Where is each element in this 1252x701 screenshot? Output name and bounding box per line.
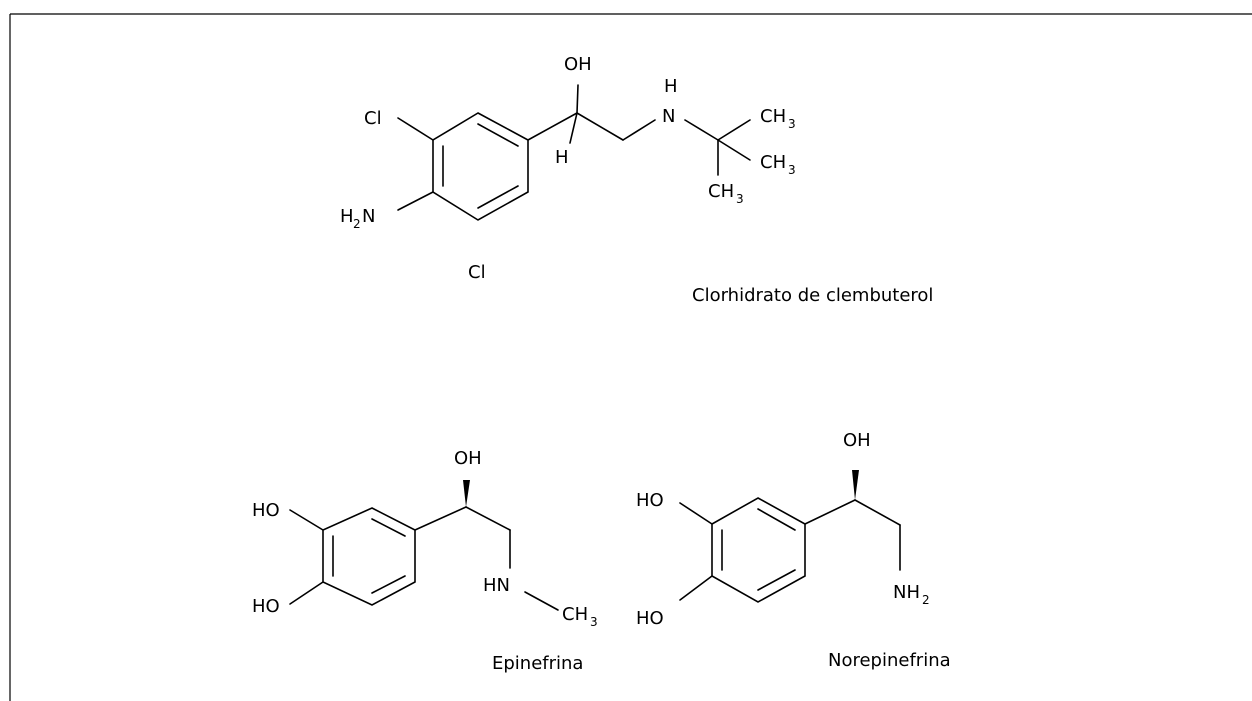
svg-text:CH: CH [760, 152, 786, 173]
svg-text:2: 2 [922, 593, 930, 607]
clenbuterol-caption: Clorhidrato de clembuterol [692, 285, 933, 306]
epinephrine-hn-label: HN [483, 575, 510, 596]
svg-text:H: H [340, 206, 354, 227]
clenbuterol-stereo-h-label: H [555, 147, 569, 168]
epinephrine-caption: Epinefrina [492, 653, 583, 674]
svg-text:NH: NH [893, 582, 920, 603]
clenbuterol-salt-cl-label: Cl [468, 262, 486, 283]
epinephrine-ho-bottom-label: HO [252, 596, 280, 617]
clenbuterol-amine-n-label: N [662, 106, 675, 127]
epinephrine-ho-top-label: HO [252, 500, 280, 521]
norepinephrine-caption: Norepinefrina [828, 650, 951, 671]
svg-text:2: 2 [353, 217, 361, 231]
clenbuterol-ch3-bottom-label: CH 3 [708, 181, 744, 206]
epinephrine-structure: OH HO HO HN CH 3 Epinefrina [252, 448, 598, 674]
norepinephrine-ho-bottom-label: HO [636, 608, 664, 629]
svg-text:3: 3 [590, 615, 598, 629]
svg-text:CH: CH [760, 106, 786, 127]
epinephrine-ch3-label: CH 3 [562, 604, 598, 629]
norepinephrine-ho-top-label: HO [636, 490, 664, 511]
clenbuterol-structure: OH Cl H H N CH 3 CH 3 CH 3 H 2 N Cl Clor… [340, 54, 933, 306]
epinephrine-oh-label: OH [454, 448, 482, 469]
svg-text:3: 3 [788, 163, 796, 177]
norepinephrine-nh2-label: NH 2 [893, 582, 930, 607]
clenbuterol-ch3-mid-label: CH 3 [760, 152, 796, 177]
clenbuterol-oh-label: OH [564, 54, 592, 75]
clenbuterol-cl-label: Cl [364, 108, 382, 129]
norepinephrine-structure: OH HO HO NH 2 Norepinefrina [636, 430, 951, 671]
svg-text:N: N [362, 206, 375, 227]
clenbuterol-amine-h-label: H [664, 76, 678, 97]
clenbuterol-h2n-label: H 2 N [340, 206, 375, 231]
svg-text:3: 3 [788, 117, 796, 131]
clenbuterol-ch3-top-label: CH 3 [760, 106, 796, 131]
svg-text:CH: CH [708, 181, 734, 202]
figure-frame [9, 13, 1252, 701]
svg-text:3: 3 [736, 192, 744, 206]
svg-text:CH: CH [562, 604, 588, 625]
norepinephrine-oh-label: OH [843, 430, 871, 451]
